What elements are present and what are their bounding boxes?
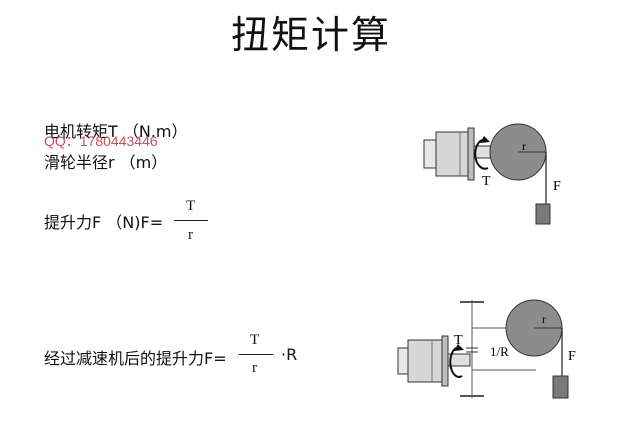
- page-title: 扭矩计算: [230, 13, 391, 57]
- formula2-denominator: r: [252, 360, 257, 376]
- motor-torque-label: 电机转矩T （N.m）: [44, 122, 188, 141]
- reducer-pulley-diagram: r T 1/R F: [397, 299, 576, 399]
- formula1-numerator: T: [186, 198, 196, 214]
- pulley-radius-label: 滑轮半径r （m）: [44, 153, 168, 172]
- force-symbol: F: [553, 179, 561, 194]
- force2-symbol: F: [568, 349, 576, 364]
- formula1-denominator: r: [188, 227, 193, 243]
- pulley-radius-symbol: r: [522, 139, 526, 153]
- watermark-text: QQ：1780443446: [44, 133, 158, 149]
- motor2-shaft: [447, 353, 471, 367]
- motor2-body: [407, 339, 443, 383]
- torque2-symbol: T: [454, 333, 463, 348]
- weight-block: [535, 203, 551, 225]
- weight2-block: [552, 375, 569, 399]
- lift-force-prefix: 提升力F （N)F=: [44, 213, 164, 232]
- reduced-lift-prefix: 经过减速机后的提升力F=: [44, 349, 227, 368]
- formula2-numerator: T: [250, 332, 260, 348]
- motor-pulley-diagram: r T F: [423, 123, 561, 225]
- formula2-fraction-bar: [239, 354, 273, 355]
- motor-flange: [467, 127, 475, 181]
- formula1-fraction-bar: [174, 220, 208, 221]
- ratio-symbol: 1/R: [490, 344, 509, 359]
- motor-body: [435, 131, 471, 177]
- pulley2-radius-symbol: r: [542, 312, 546, 326]
- torque-arrow-icon: [474, 139, 489, 170]
- torque2-arrow-icon: [449, 347, 463, 378]
- torque-symbol: T: [482, 174, 491, 189]
- motor2-flange: [441, 335, 449, 387]
- formula2-suffix: ·R: [281, 345, 298, 364]
